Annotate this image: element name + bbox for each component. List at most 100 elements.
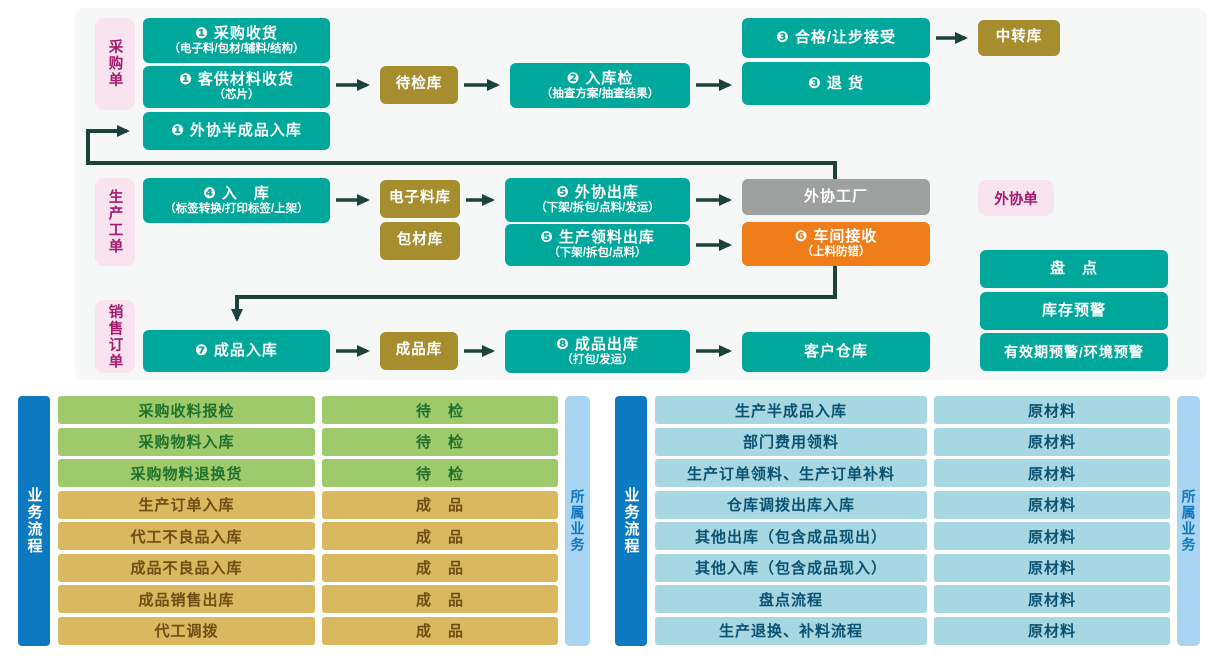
- process-name-cell: 生产半成品入库: [655, 396, 927, 424]
- box-subtitle: （上料防错）: [801, 246, 871, 259]
- table-row: 生产退换、补料流程 原材料: [655, 616, 1170, 645]
- box-title: 库存预警: [1041, 302, 1106, 320]
- left-process-table: 采购收料报检 待 检 采购物料入库 待 检 采购物料退换货 待 检 生产订单入库…: [58, 396, 558, 645]
- table-row: 代工调拨 成 品: [58, 616, 558, 645]
- flow-box-outsource-factory: 外协工厂: [742, 179, 930, 215]
- process-name-cell: 采购物料退换货: [58, 459, 315, 487]
- table-row: 部门费用领料 原材料: [655, 427, 1170, 456]
- process-name-cell: 仓库调拨出库入库: [655, 490, 927, 519]
- box-title: ❶ 客供材料收货: [179, 71, 294, 89]
- process-name-cell: 采购物料入库: [58, 427, 315, 456]
- process-category-cell: 成 品: [322, 585, 558, 613]
- process-category-cell: 成 品: [322, 553, 558, 582]
- process-category-cell: 原材料: [934, 585, 1170, 613]
- process-category-cell: 原材料: [934, 427, 1170, 456]
- process-category-cell: 待 检: [322, 459, 558, 487]
- left-table-belong-bar: 所属业务: [565, 396, 590, 646]
- process-category-cell: 成 品: [322, 616, 558, 645]
- box-title: 成品库: [395, 342, 443, 359]
- flow-box-finished-goods-out: ❽ 成品出库 （打包/发运）: [505, 330, 690, 373]
- table-row: 仓库调拨出库入库 原材料: [655, 490, 1170, 519]
- flow-box-finished-goods-store: 成品库: [380, 332, 458, 370]
- flow-box-electronic-material-store: 电子料库: [380, 180, 460, 218]
- box-title: 客户仓库: [803, 343, 868, 361]
- box-title: ❺ 生产领料出库: [540, 229, 655, 247]
- table-row: 成品不良品入库 成 品: [58, 553, 558, 582]
- box-title: ❺ 外协出库: [556, 184, 639, 202]
- box-title: ❶ 外协半成品入库: [171, 122, 302, 140]
- table-row: 生产订单领料、生产订单补料 原材料: [655, 459, 1170, 487]
- process-category-cell: 成 品: [322, 522, 558, 550]
- flow-box-production-picking-out: ❺ 生产领料出库 （下架/拆包/点料）: [505, 224, 690, 266]
- process-name-cell: 代工不良品入库: [58, 522, 315, 550]
- flow-box-pending-inspection-store: 待检库: [380, 66, 458, 104]
- table-row: 生产半成品入库 原材料: [655, 396, 1170, 424]
- box-title: 待检库: [395, 76, 443, 93]
- flow-box-purchase-receive: ❶ 采购收货 （电子料/包材/辅料/结构）: [143, 18, 330, 63]
- flow-box-outsource-semi-finished-in: ❶ 外协半成品入库: [143, 112, 330, 150]
- process-name-cell: 生产订单入库: [58, 490, 315, 519]
- process-name-cell: 代工调拨: [58, 616, 315, 645]
- process-category-cell: 原材料: [934, 553, 1170, 582]
- flow-box-workshop-receive: ❻ 车间接收 （上料防错）: [742, 222, 930, 266]
- flow-box-finished-goods-in: ❼ 成品入库: [143, 330, 330, 372]
- box-title: ❷ 入库检: [566, 69, 634, 87]
- table-row: 成品销售出库 成 品: [58, 585, 558, 613]
- left-table-side-bar: 业务流程: [18, 396, 50, 646]
- flow-box-return-goods: ❸ 退 货: [742, 62, 930, 105]
- box-title: ❹ 入 库: [203, 184, 270, 202]
- box-subtitle: （电子料/包材/辅料/结构）: [168, 42, 305, 55]
- right-table-side-bar: 业务流程: [615, 396, 647, 646]
- box-subtitle: （芯片）: [213, 89, 260, 102]
- box-title: 盘 点: [1049, 260, 1098, 278]
- process-name-cell: 其他入库（包含成品现入）: [655, 553, 927, 582]
- process-category-cell: 原材料: [934, 396, 1170, 424]
- flow-box-outsource-out: ❺ 外协出库 （下架/拆包/点料/发运）: [505, 178, 690, 222]
- flow-box-expiry-environment-warning: 有效期预警/环境预警: [980, 333, 1168, 371]
- box-subtitle: （下架/拆包/点料/发运）: [535, 202, 660, 215]
- lane-outsource-order: 外协单: [978, 180, 1054, 216]
- right-table-belong-bar: 所属业务: [1177, 396, 1200, 646]
- flow-box-warehouse-in: ❹ 入 库 （标签转换/打印标签/上架）: [143, 178, 330, 223]
- box-title: 有效期预警/环境预警: [1004, 343, 1144, 360]
- process-category-cell: 成 品: [322, 490, 558, 519]
- box-subtitle: （打包/发运）: [561, 353, 634, 366]
- table-row: 其他入库（包含成品现入） 原材料: [655, 553, 1170, 582]
- process-category-cell: 原材料: [934, 522, 1170, 550]
- flow-box-qualified-accept: ❸ 合格/让步接受: [742, 18, 930, 58]
- process-category-cell: 原材料: [934, 459, 1170, 487]
- box-title: ❼ 成品入库: [195, 342, 278, 360]
- lane-sales-order: 销售订单: [95, 300, 135, 373]
- box-title: 中转库: [995, 29, 1043, 46]
- table-row: 采购收料报检 待 检: [58, 396, 558, 424]
- box-subtitle: （下架/拆包/点料）: [548, 247, 647, 260]
- process-name-cell: 盘点流程: [655, 585, 927, 613]
- table-row: 生产订单入库 成 品: [58, 490, 558, 519]
- flow-box-packaging-material-store: 包材库: [380, 222, 460, 260]
- process-name-cell: 成品不良品入库: [58, 553, 315, 582]
- right-process-table: 生产半成品入库 原材料 部门费用领料 原材料 生产订单领料、生产订单补料 原材料…: [655, 396, 1170, 645]
- process-name-cell: 部门费用领料: [655, 427, 927, 456]
- box-title: ❶ 采购收货: [195, 24, 278, 42]
- process-name-cell: 生产订单领料、生产订单补料: [655, 459, 927, 487]
- flow-box-stock-warning: 库存预警: [980, 292, 1168, 330]
- process-name-cell: 其他出库（包含成品现出）: [655, 522, 927, 550]
- flow-box-stocktake: 盘 点: [980, 250, 1168, 288]
- flow-box-customer-material-receive: ❶ 客供材料收货 （芯片）: [143, 66, 330, 108]
- process-category-cell: 原材料: [934, 490, 1170, 519]
- process-name-cell: 成品销售出库: [58, 585, 315, 613]
- box-title: 电子料库: [389, 190, 451, 207]
- box-subtitle: （标签转换/打印标签/上架）: [164, 202, 309, 215]
- process-name-cell: 生产退换、补料流程: [655, 616, 927, 645]
- box-title: 外协工厂: [803, 188, 868, 206]
- table-row: 采购物料退换货 待 检: [58, 459, 558, 487]
- box-title: 包材库: [396, 232, 444, 249]
- box-title: ❻ 车间接收: [794, 228, 878, 246]
- flow-box-transfer-store: 中转库: [978, 20, 1060, 56]
- box-title: ❸ 退 货: [807, 74, 865, 92]
- table-row: 其他出库（包含成品现出） 原材料: [655, 522, 1170, 550]
- process-name-cell: 采购收料报检: [58, 396, 315, 424]
- table-row: 采购物料入库 待 检: [58, 427, 558, 456]
- process-category-cell: 待 检: [322, 396, 558, 424]
